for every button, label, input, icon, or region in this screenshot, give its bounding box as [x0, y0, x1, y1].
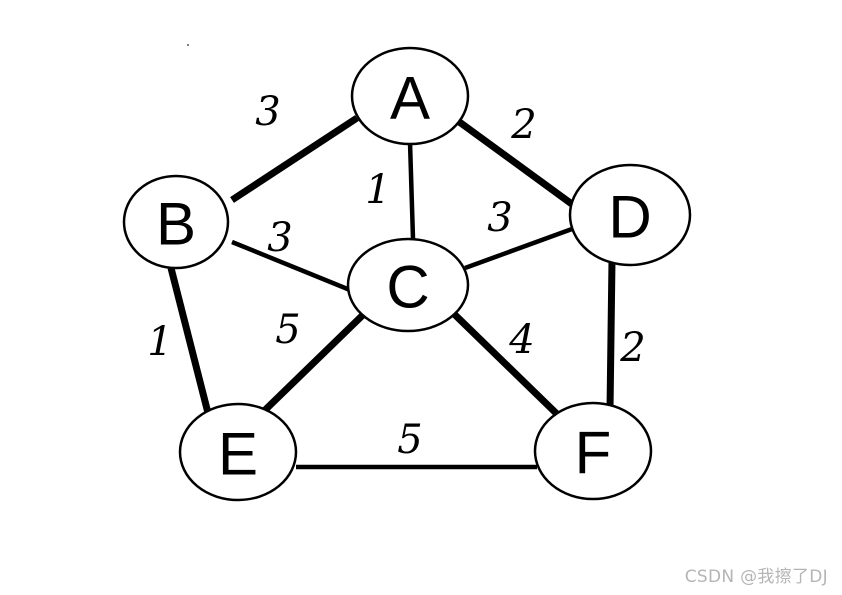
edge-weight-a-c: 1: [365, 167, 390, 213]
node-f-ellipse: [533, 401, 653, 501]
node-e: E: [178, 402, 298, 502]
node-e-ellipse: [178, 402, 298, 502]
node-a: A: [350, 46, 470, 146]
node-d-label: D: [608, 184, 651, 251]
node-a-label: A: [390, 65, 430, 132]
edge-d-f: [606, 259, 616, 411]
stray-dot: [187, 44, 189, 46]
node-b-label: B: [156, 191, 196, 258]
node-f-label: F: [575, 420, 612, 487]
node-c-label: C: [386, 254, 429, 321]
node-d-ellipse: [568, 163, 692, 267]
node-a-ellipse: [350, 46, 470, 146]
node-b: B: [122, 174, 230, 270]
edge-a-d: [455, 118, 583, 213]
edge-a-c: [407, 141, 416, 240]
edge-c-e: [259, 307, 371, 416]
node-c-ellipse: [346, 237, 470, 333]
edge-weights-layer: 3 1 2 3 3 1 5 4 2 5: [147, 89, 645, 463]
edge-b-c: [231, 239, 351, 293]
node-e-label: E: [218, 421, 258, 488]
edge-c-f: [447, 307, 561, 418]
edge-weight-a-d: 2: [510, 102, 536, 148]
edge-weight-e-f: 5: [397, 417, 422, 463]
node-d: D: [568, 163, 692, 267]
edges-layer: [167, 115, 616, 470]
edge-weight-b-e: 1: [147, 319, 172, 365]
nodes-layer: A B C D E F: [122, 46, 692, 502]
edge-c-d: [464, 222, 584, 271]
node-c: C: [346, 237, 470, 333]
node-f: F: [533, 401, 653, 501]
edge-weight-a-b: 3: [255, 89, 280, 135]
edge-weight-c-f: 4: [508, 317, 534, 363]
edge-a-b: [230, 115, 359, 203]
watermark: CSDN @我擦了DJ: [684, 567, 828, 587]
node-b-ellipse: [122, 174, 230, 270]
edge-weight-d-f: 2: [619, 325, 645, 371]
edge-b-e: [167, 267, 212, 414]
edge-weight-c-d: 3: [487, 195, 512, 241]
edge-weight-c-e: 5: [275, 307, 300, 353]
edge-weight-b-c: 3: [267, 215, 292, 261]
